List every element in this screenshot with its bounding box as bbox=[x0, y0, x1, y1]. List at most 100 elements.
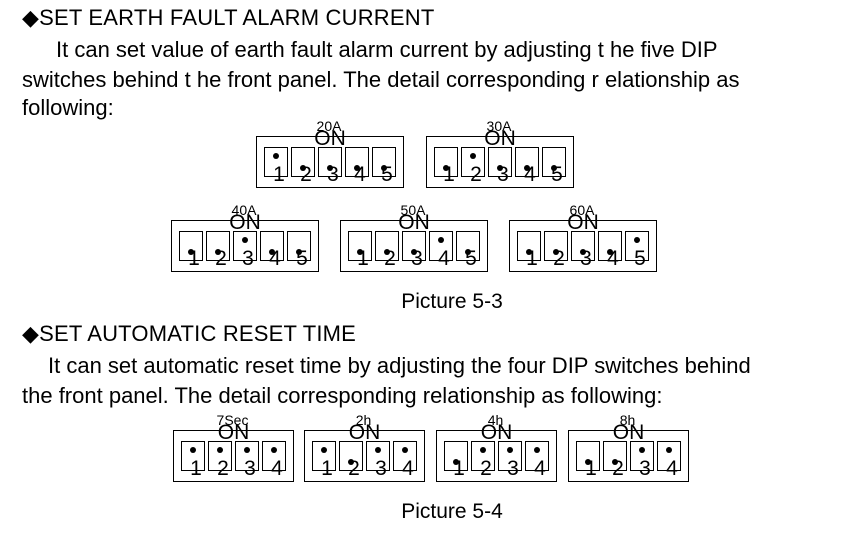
dip-setting-label: 50A bbox=[400, 202, 426, 218]
switch-position-dot bbox=[244, 447, 250, 453]
dip-switch-number: 4 bbox=[354, 163, 366, 186]
figure-caption: Picture 5-3 bbox=[401, 290, 503, 313]
section-heading-earth-fault: ◆SET EARTH FAULT ALARM CURRENT bbox=[22, 5, 435, 30]
dip-switch-number: 5 bbox=[634, 247, 646, 270]
dip-switch-number: 4 bbox=[534, 457, 546, 480]
dip-switch-number: 3 bbox=[507, 457, 519, 480]
switch-position-dot bbox=[217, 447, 223, 453]
dip-switch-lever bbox=[366, 441, 390, 471]
dip-switch-lever bbox=[429, 231, 453, 261]
dip-on-label: ON bbox=[567, 211, 599, 234]
dip-switch-number: 2 bbox=[480, 457, 492, 480]
dip-switch-number: 3 bbox=[242, 247, 254, 270]
dip-switch-lever bbox=[179, 231, 203, 261]
switch-position-dot bbox=[497, 165, 503, 171]
figure-caption: Picture 5-4 bbox=[401, 500, 503, 523]
dip-switch-number: 3 bbox=[580, 247, 592, 270]
dip-switch-number: 4 bbox=[271, 457, 283, 480]
text-line: It can set automatic reset time by adjus… bbox=[48, 353, 751, 378]
dip-switch-number: 5 bbox=[465, 247, 477, 270]
switch-position-dot bbox=[402, 447, 408, 453]
dip-on-label: ON bbox=[217, 421, 250, 444]
dip-switch-number: 2 bbox=[553, 247, 565, 270]
dip-switch-lever bbox=[571, 231, 595, 261]
dip-switch-number: 5 bbox=[551, 163, 563, 186]
dip-switch-number: 1 bbox=[453, 457, 465, 480]
dip-switch-lever bbox=[318, 147, 342, 177]
dip-switch-lever bbox=[402, 231, 426, 261]
switch-position-dot bbox=[269, 249, 275, 255]
switch-position-dot bbox=[470, 153, 476, 159]
switch-position-dot bbox=[526, 249, 532, 255]
dip-on-label: ON bbox=[480, 421, 513, 444]
dip-on-label: ON bbox=[229, 211, 261, 234]
dip-switch-lever bbox=[393, 441, 417, 471]
switch-position-dot bbox=[381, 165, 387, 171]
dip-switch-lever bbox=[181, 441, 205, 471]
switch-position-dot bbox=[438, 237, 444, 243]
dip-switch-lever bbox=[544, 231, 568, 261]
dip-switch-number: 2 bbox=[217, 457, 229, 480]
dip-switch-lever bbox=[233, 231, 257, 261]
dip-setting-label: 40A bbox=[231, 202, 257, 218]
switch-position-dot bbox=[453, 459, 459, 465]
switch-position-dot bbox=[524, 165, 530, 171]
dip-switch-number: 3 bbox=[327, 163, 339, 186]
dip-switch-lever bbox=[235, 441, 259, 471]
switch-position-dot bbox=[348, 459, 354, 465]
dip-switch-number: 1 bbox=[443, 163, 455, 186]
dip-switch-lever bbox=[372, 147, 396, 177]
dip-switch-number: 5 bbox=[381, 163, 393, 186]
switch-position-dot bbox=[534, 447, 540, 453]
switch-position-dot bbox=[188, 249, 194, 255]
switch-position-dot bbox=[553, 249, 559, 255]
dip-switch-number: 4 bbox=[269, 247, 281, 270]
dip-switch-number: 1 bbox=[321, 457, 333, 480]
dip-switch-number: 4 bbox=[666, 457, 678, 480]
dip-switch-lever bbox=[542, 147, 566, 177]
dip-switch-number: 1 bbox=[526, 247, 538, 270]
dip-setting-label: 7Sec bbox=[216, 412, 249, 428]
dip-setting-label: 20A bbox=[316, 118, 342, 134]
text-line: following: bbox=[22, 95, 114, 120]
switch-position-dot bbox=[612, 459, 618, 465]
dip-switch-lever bbox=[206, 231, 230, 261]
dip-switch-number: 1 bbox=[585, 457, 597, 480]
switch-position-dot bbox=[273, 153, 279, 159]
dip-switch-number: 1 bbox=[273, 163, 285, 186]
dip-on-label: ON bbox=[612, 421, 645, 444]
dip-switch-lever bbox=[625, 231, 649, 261]
dip-switch-lever bbox=[291, 147, 315, 177]
switch-position-dot bbox=[215, 249, 221, 255]
dip-setting-label: 30A bbox=[486, 118, 512, 134]
dip-switch-number: 4 bbox=[402, 457, 414, 480]
dip-switch-number: 2 bbox=[384, 247, 396, 270]
dip-switch-lever bbox=[287, 231, 311, 261]
dip-switch-lever bbox=[260, 231, 284, 261]
dip-switch-number: 2 bbox=[612, 457, 624, 480]
switch-position-dot bbox=[443, 165, 449, 171]
dip-switch-lever bbox=[345, 147, 369, 177]
dip-switch-number: 1 bbox=[190, 457, 202, 480]
dip-switch-lever bbox=[657, 441, 681, 471]
reset-time-description: It can set automatic reset time by adjus… bbox=[22, 351, 751, 411]
switch-position-dot bbox=[190, 447, 196, 453]
dip-switch-number: 3 bbox=[375, 457, 387, 480]
switch-position-dot bbox=[271, 447, 277, 453]
dip-switch-lever bbox=[348, 231, 372, 261]
dip-on-label: ON bbox=[484, 127, 516, 150]
switch-position-dot bbox=[375, 447, 381, 453]
dip-switch-number: 1 bbox=[357, 247, 369, 270]
dip-switch-lever bbox=[375, 231, 399, 261]
dip-switch-lever bbox=[498, 441, 522, 471]
dip-setting-label: 8h bbox=[619, 412, 636, 428]
